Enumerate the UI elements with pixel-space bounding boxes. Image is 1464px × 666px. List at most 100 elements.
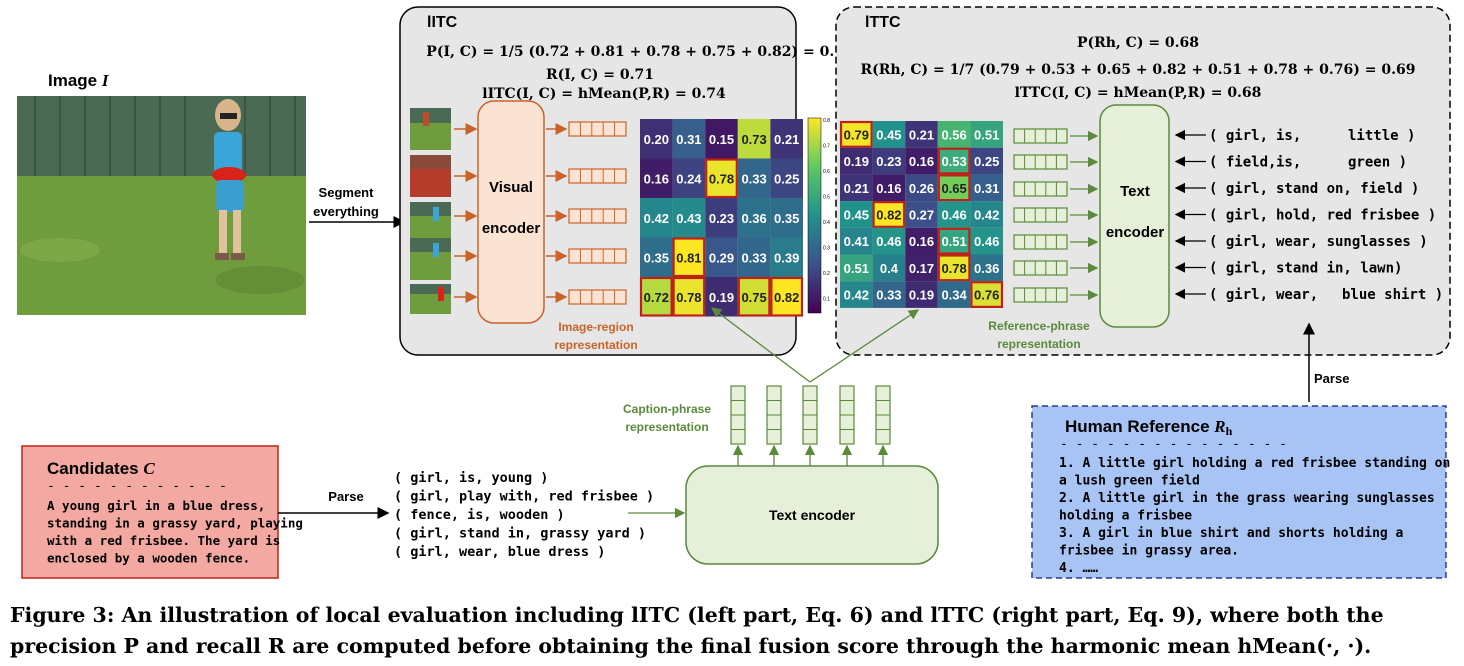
matrix-highlight — [970, 281, 1004, 309]
litc-title: lITC — [427, 14, 458, 31]
candidate-line: standing in a grassy yard, playing — [47, 516, 303, 531]
matrix-cell — [970, 281, 1003, 308]
matrix-cell — [705, 237, 738, 277]
matrix-cell — [872, 281, 906, 308]
matrix-cell — [770, 198, 803, 238]
matrix-cell — [840, 227, 873, 255]
matrix-highlight — [639, 276, 673, 317]
reference-tuple: wear, sunglasses ) — [1276, 234, 1428, 250]
image-region-vectors — [546, 121, 627, 305]
matrix-value: 0.25 — [974, 154, 999, 169]
candidate-line: enclosed by a wooden fence. — [47, 551, 250, 566]
matrix-value: 0.35 — [644, 250, 669, 265]
reference-item: 4. …… — [1059, 561, 1098, 576]
colorbar-tick: 0.5 — [823, 195, 830, 201]
lttc-eq-recall: R(Rh, C) = 1/7 (0.79 + 0.53 + 0.65 + 0.8… — [861, 62, 1416, 78]
matrix-value: 0.45 — [876, 127, 901, 142]
matrix-value: 0.4 — [880, 261, 899, 276]
matrix-cell — [672, 198, 706, 238]
candidate-tuples: ( girl, is, young )( girl, play with, re… — [394, 470, 654, 560]
matrix-value: 0.51 — [941, 234, 966, 249]
matrix-value: 0.16 — [909, 234, 934, 249]
colorbar-tick: 0.7 — [823, 144, 830, 150]
matrix-value: 0.51 — [974, 127, 999, 142]
matrix-cell — [770, 119, 803, 159]
colorbar-tick: 0.2 — [823, 271, 830, 277]
matrix-value: 0.78 — [941, 261, 966, 276]
embedding-vector — [730, 385, 746, 445]
litc-eq-precision: P(I, C) = 1/5 (0.72 + 0.81 + 0.78 + 0.75… — [426, 44, 853, 60]
reference-item: frisbee in grassy area. — [1059, 544, 1239, 559]
matrix-value: 0.42 — [974, 207, 999, 222]
matrix-highlight — [937, 254, 971, 282]
segment-thumb — [410, 238, 451, 280]
matrix-cell — [770, 277, 803, 317]
human-reference-items: 1. A little girl holding a red frisbee s… — [1059, 456, 1450, 576]
reference-tuple: green ) — [1348, 155, 1407, 171]
candidates-box — [21, 445, 279, 579]
matrix-value: 0.16 — [909, 154, 934, 169]
matrix-cell — [640, 277, 673, 317]
matrix-cell — [737, 198, 771, 238]
matrix-value: 0.31 — [974, 181, 999, 196]
matrix-value: 0.46 — [941, 207, 966, 222]
matrix-cell — [970, 174, 1003, 202]
matrix-cell — [640, 119, 673, 159]
matrix-cell — [905, 147, 938, 175]
matrix-value: 0.17 — [909, 261, 934, 276]
matrix-highlight — [672, 237, 706, 278]
reference-tuple: stand in, lawn) — [1276, 261, 1402, 277]
matrix-value: 0.33 — [741, 250, 766, 265]
colorbar-tick: 0.6 — [823, 169, 830, 175]
parse-label-right: Parse — [1314, 371, 1349, 386]
text-encoder-bottom — [685, 465, 939, 565]
matrix-value: 0.72 — [644, 290, 669, 305]
matrix-highlight — [672, 276, 706, 317]
matrix-cell — [872, 254, 906, 282]
reference-phrase-vectors — [1013, 128, 1099, 303]
matrix-value: 0.31 — [676, 132, 701, 147]
matrix-value: 0.21 — [774, 132, 799, 147]
candidates-dash: - - - - - - - - - - - - — [47, 479, 227, 494]
matrix-cell — [840, 121, 873, 148]
reference-tuple: hold, red frisbee ) — [1276, 208, 1436, 224]
figure-caption: Figure 3: An illustration of local evalu… — [10, 603, 1384, 658]
matrix-cell — [840, 147, 873, 175]
matrix-value: 0.27 — [909, 207, 934, 222]
colorbar-tick: 0.3 — [823, 246, 830, 252]
encoder-up-arrows — [732, 444, 889, 466]
reference-item: a lush green field — [1059, 474, 1200, 489]
matrix-cell — [872, 121, 906, 148]
matrix-cell — [640, 158, 673, 198]
segment-thumb — [410, 108, 451, 150]
matrix-highlight — [705, 158, 738, 199]
reference-item: 3. A girl in blue shirt and shorts holdi… — [1059, 526, 1404, 541]
matrix-value: 0.56 — [941, 127, 966, 142]
matrix-cell — [872, 201, 906, 228]
thumb-arrows — [454, 123, 478, 303]
matrix-cell — [840, 174, 873, 202]
matrix-value: 0.19 — [909, 288, 934, 303]
embedding-vector — [1013, 260, 1068, 276]
embedding-vector — [766, 385, 782, 445]
matrix-cell — [937, 254, 971, 282]
matrix-cell — [672, 158, 706, 198]
caption-to-matrices-arrows — [710, 307, 920, 383]
matrix-cell — [872, 147, 906, 175]
candidates-title: Candidates C — [47, 459, 155, 478]
reference-item: 1. A little girl holding a red frisbee s… — [1059, 456, 1450, 471]
matrix-cell — [905, 227, 938, 255]
litc-eq-score: lITC(I, C) = hMean(P,R) = 0.74 — [482, 86, 726, 102]
reference-tuple: ( girl, — [1209, 181, 1268, 197]
matrix-cell — [840, 254, 873, 282]
matrix-value: 0.20 — [644, 132, 669, 147]
matrix-cell — [937, 174, 971, 202]
matrix-cell — [937, 121, 971, 148]
matrix-value: 0.41 — [844, 234, 869, 249]
candidate-tuple: ( girl, stand in, grassy yard ) — [394, 526, 646, 542]
